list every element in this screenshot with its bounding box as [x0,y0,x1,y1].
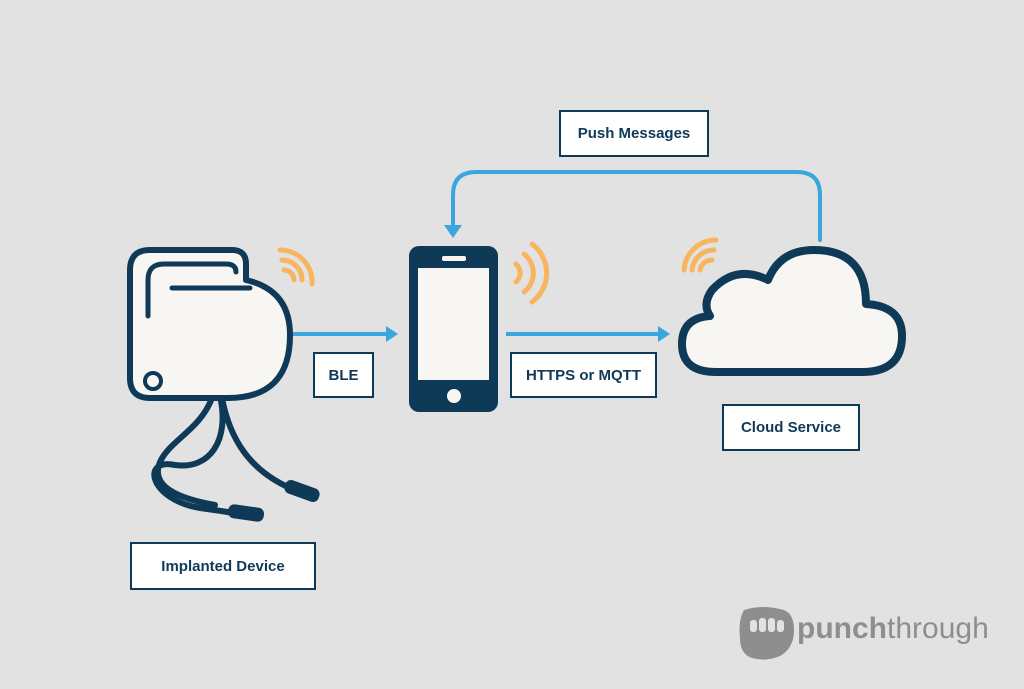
brand-bold-text: punch [797,612,887,645]
cloud-icon [678,246,906,376]
smartphone-icon [409,246,498,412]
wireless-signal-icon [681,237,719,273]
cloud-service-label: Cloud Service [722,404,860,451]
fist-logo-icon [739,607,794,660]
implanted-device-label: Implanted Device [130,542,316,590]
push-arrow [451,170,822,242]
https-mqtt-label: HTTPS or MQTT [510,352,657,398]
implanted-device-icon [127,247,320,522]
wireless-signal-icon [277,247,315,287]
brand-light-text: through [887,612,989,645]
push-messages-label: Push Messages [559,110,709,157]
push-arrow-head [444,225,462,238]
ble-label: BLE [313,352,374,398]
brand-wordmark: punchthrough [797,612,989,646]
wireless-signal-icon [513,241,550,305]
ble-arrow-head [386,326,398,342]
https-arrow-head [658,326,670,342]
